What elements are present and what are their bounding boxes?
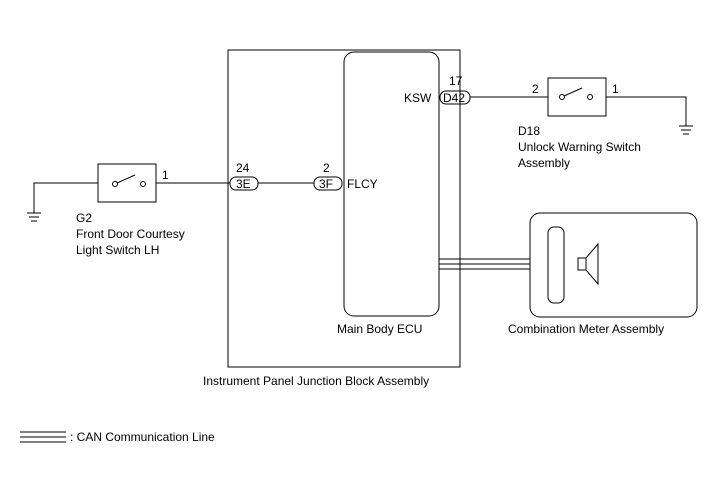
g2-name-line2: Light Switch LH	[76, 243, 159, 257]
connector-3e-code: 3E	[236, 177, 251, 191]
switch-icon	[112, 174, 146, 187]
switch-g2-box	[97, 163, 157, 203]
ground-icon	[27, 182, 98, 222]
connector-d42-signal: KSW	[404, 91, 432, 105]
can-line	[439, 258, 530, 270]
speaker-icon	[577, 242, 599, 286]
connector-3f-signal: FLCY	[347, 177, 378, 191]
switch-d18-icon	[559, 87, 593, 100]
connector-3f-code: 3F	[319, 177, 333, 191]
switch-d18-box	[547, 77, 607, 117]
connector-3f	[313, 176, 343, 191]
ecu-box	[343, 51, 440, 317]
d18-name-line1: Unlock Warning Switch	[518, 140, 641, 154]
meter-box	[529, 212, 698, 318]
d18-pin-right: 1	[612, 82, 619, 96]
d18-id: D18	[518, 124, 540, 138]
connector-d42-pin: 17	[449, 74, 463, 88]
connector-d42-code: D42	[443, 91, 465, 105]
g2-pin: 1	[162, 168, 169, 182]
ground-icon-right	[606, 96, 693, 135]
ecu-label: Main Body ECU	[337, 322, 422, 336]
meter-label: Combination Meter Assembly	[508, 322, 664, 336]
legend-can-symbol	[20, 431, 66, 443]
connector-3e-pin: 24	[236, 161, 250, 175]
connector-3f-pin: 2	[323, 161, 330, 175]
d18-name-line2: Assembly	[518, 156, 570, 170]
d18-pin-left: 2	[532, 82, 539, 96]
junction-block-label: Instrument Panel Junction Block Assembly	[203, 374, 429, 388]
legend-can-label: : CAN Communication Line	[70, 430, 215, 444]
g2-id: G2	[76, 211, 92, 225]
meter-display	[547, 226, 565, 304]
junction-block-box	[227, 49, 461, 368]
g2-name-line1: Front Door Courtesy	[76, 227, 185, 241]
